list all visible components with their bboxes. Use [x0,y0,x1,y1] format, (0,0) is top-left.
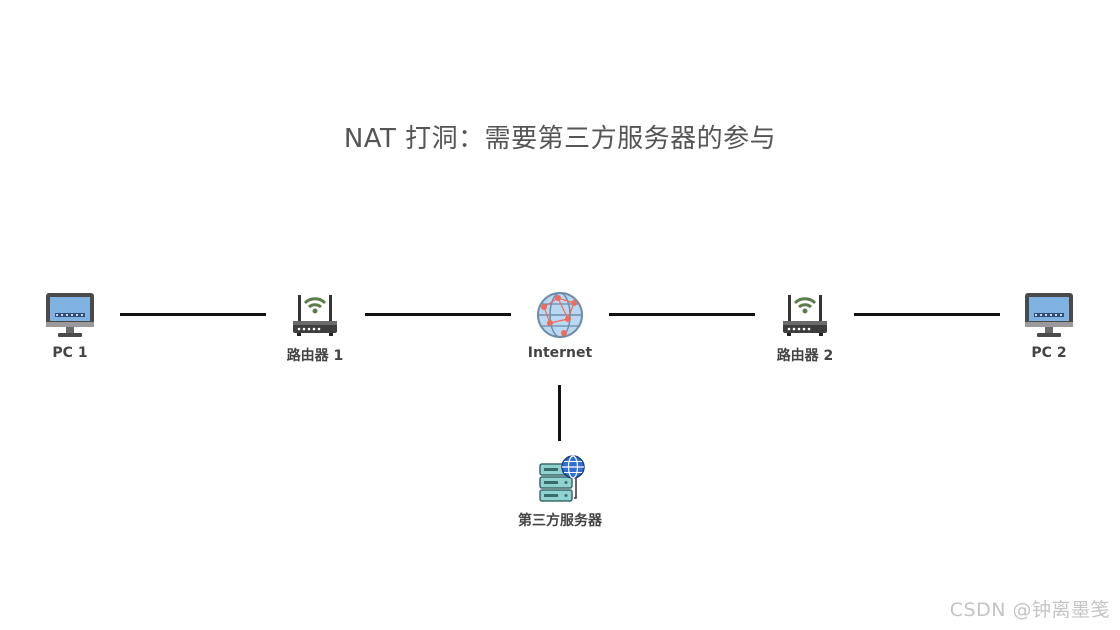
router-icon [783,295,827,336]
link-pc1-router1 [120,313,266,316]
node-pc2-label: PC 2 [1031,345,1067,361]
node-internet-label: Internet [527,345,593,361]
node-router2-label: 路由器 2 [776,348,834,364]
diagram-title: NAT 打洞：需要第三方服务器的参与 [343,124,777,154]
node-router1-label: 路由器 1 [286,348,344,364]
node-internet: Internet [495,289,625,361]
link-internet-router2 [609,313,755,316]
node-pc1: PC 1 [5,289,135,361]
monitor-icon [1025,293,1073,337]
node-pc1-label: PC 1 [52,345,88,361]
link-internet-server [558,385,561,441]
node-server-label: 第三方服务器 [518,513,602,529]
globe-network-icon [537,292,583,338]
node-router1: 路由器 1 [250,289,380,365]
node-router2: 路由器 2 [740,289,870,365]
monitor-icon [46,293,94,337]
watermark: CSDN @钟离墨笺 [949,599,1110,621]
node-server: 第三方服务器 [495,454,625,530]
router-icon [293,295,337,336]
node-pc2: PC 2 [984,289,1114,361]
link-router1-internet [365,313,511,316]
link-router2-pc2 [854,313,1000,316]
server-globe-icon [539,455,585,502]
